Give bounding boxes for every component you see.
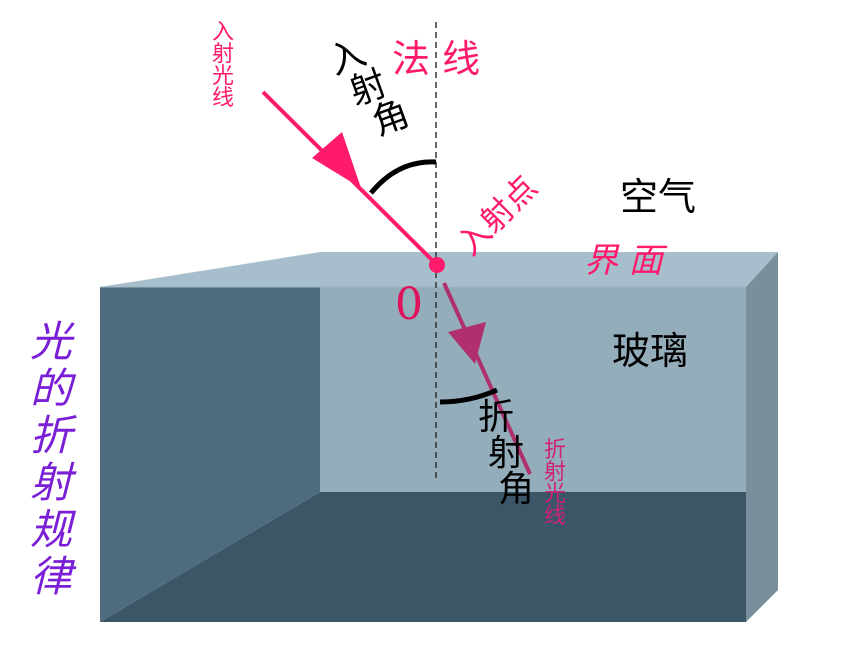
refraction-angle-arc — [439, 387, 499, 405]
glass-floor — [100, 492, 746, 622]
incident-arrow-icon — [312, 132, 361, 188]
glass-left-wall — [100, 287, 320, 622]
glass-block — [100, 252, 778, 622]
page-title: 光 的 折 射 规 律 — [30, 317, 73, 602]
refracted-ray — [442, 282, 532, 475]
incident-ray-label: 入 射 光 线 — [211, 20, 234, 111]
refracted-arrow-icon — [448, 322, 486, 364]
normal-label: 法 线 — [392, 37, 481, 81]
interface-label: 界 面 — [584, 241, 663, 281]
glass-back-face — [320, 287, 746, 492]
glass-right-face — [746, 252, 778, 622]
incident-angle-arc — [369, 159, 437, 195]
origin-label: 0 — [395, 279, 423, 330]
air-label: 空气 — [620, 175, 697, 219]
glass-label: 玻璃 — [612, 329, 689, 373]
incidence-point-dot — [429, 257, 445, 273]
refraction-angle-label: 折 射 角 — [477, 397, 534, 510]
refracted-ray-label: 折 射 光 线 — [543, 438, 566, 529]
